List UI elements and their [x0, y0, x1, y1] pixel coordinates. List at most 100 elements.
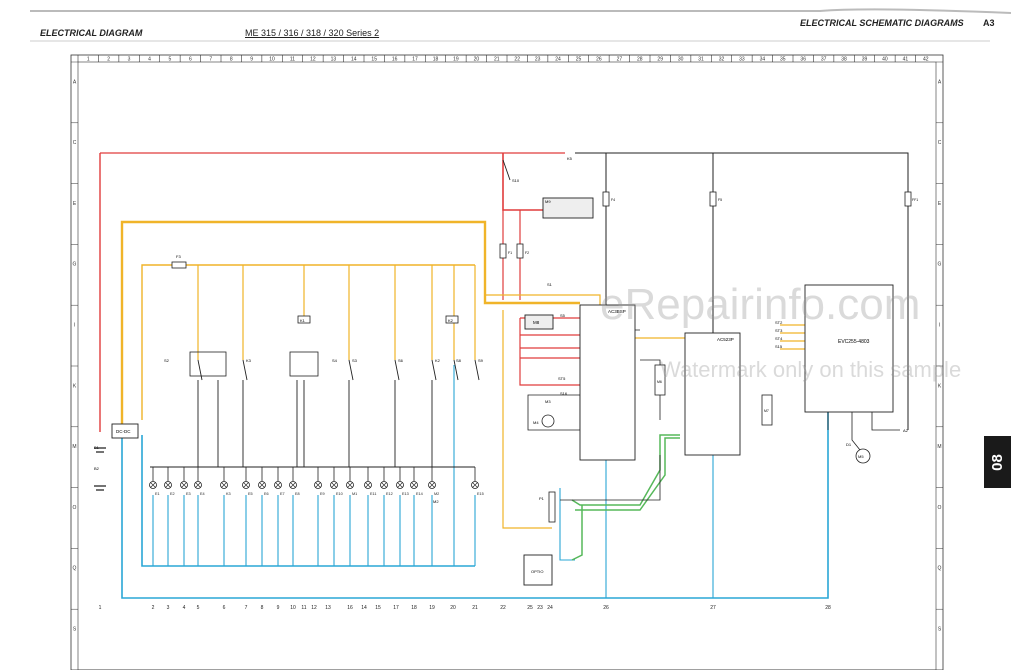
bottom-number: 4: [183, 605, 186, 611]
lamp-label: E5: [248, 492, 253, 496]
row-letter-right: K: [938, 383, 942, 389]
column-number: 5: [169, 57, 172, 63]
bottom-number: 26: [603, 605, 609, 611]
lamp-label: M2: [434, 492, 439, 496]
chapter-tab: 08: [984, 436, 1011, 488]
diagram-title: ELECTRICAL DIAGRAM: [40, 28, 143, 38]
m4-motor: [541, 414, 555, 428]
bottom-number: 21: [472, 605, 478, 611]
column-number: 42: [923, 57, 929, 63]
column-number: 17: [412, 57, 418, 63]
m8-label: M8: [533, 320, 540, 325]
row-letter-right: A: [938, 79, 942, 85]
m9-label: M9: [545, 199, 551, 204]
bottom-number: 6: [223, 605, 226, 611]
opt-box: [523, 554, 553, 586]
lamp-cross: [275, 482, 281, 488]
column-number: 9: [250, 57, 253, 63]
k1-box: [297, 315, 311, 324]
f1-box: [499, 243, 507, 259]
column-number: 37: [821, 57, 827, 63]
row-letter-right: G: [938, 262, 942, 268]
f5-box: [709, 191, 717, 207]
ac-left-box: [579, 304, 636, 461]
bottom-number: 14: [361, 605, 367, 611]
bottom-number: 15: [375, 605, 381, 611]
bottom-number: 25: [527, 605, 533, 611]
ac-mid-label: AC523P: [717, 337, 734, 342]
k2-box: [445, 315, 459, 324]
column-number: 15: [371, 57, 377, 63]
lamp-label: E15: [477, 492, 484, 496]
lamp-cross: [315, 482, 321, 488]
model-series: ME 315 / 316 / 318 / 320 Series 2: [245, 28, 380, 38]
orange-wire-branch: [141, 264, 475, 420]
bottom-number: 7: [245, 605, 248, 611]
lamp-label: E2: [170, 492, 175, 496]
lamp-label: E7: [280, 492, 285, 496]
k5-label: K5: [567, 156, 573, 161]
m2-label: M2: [433, 499, 439, 504]
row-letter-right: M: [937, 444, 941, 450]
f4-label: F4: [611, 198, 615, 202]
bottom-number: 11: [301, 605, 306, 611]
components: AC3BSP AC523P EVC255-4803 M9 M8 DC-DC OP…: [94, 156, 918, 586]
bottom-number: 24: [547, 605, 553, 611]
s9-label: S9: [478, 358, 484, 363]
row-letter-right: E: [938, 201, 942, 207]
lamp-label: E4: [200, 492, 205, 496]
m4-label: M4: [533, 420, 539, 425]
column-number: 27: [617, 57, 623, 63]
row-letter-left: C: [73, 140, 77, 146]
s2-label: S2: [164, 358, 170, 363]
opt-label: OPTIO: [531, 569, 543, 574]
column-number: 10: [269, 57, 275, 63]
s10-label: S10: [512, 178, 520, 183]
lamp-cross: [243, 482, 249, 488]
bottom-number: 3: [167, 605, 170, 611]
st5-label: ST5: [558, 376, 566, 381]
bottom-number: 1: [99, 605, 102, 611]
column-number: 1: [87, 57, 90, 63]
row-letter-left: O: [73, 505, 77, 511]
black-wire-top: [575, 152, 909, 430]
header-rule: [30, 8, 1011, 14]
blue-wire-ac: [559, 455, 714, 598]
column-number: 3: [128, 57, 131, 63]
orange-wire-lower: [502, 310, 552, 529]
row-letter-right: S: [938, 626, 942, 632]
row-letter-left: Q: [73, 566, 77, 572]
m3-label: M3: [545, 399, 551, 404]
watermark-note: Watermark only on this sample: [660, 357, 962, 382]
dcdc-label: DC-DC: [116, 429, 131, 434]
lamp-label: E1: [155, 492, 160, 496]
lamp-label: E6: [264, 492, 269, 496]
column-number: 38: [841, 57, 847, 63]
s3-label: S3: [352, 358, 358, 363]
lamp-cross: [195, 482, 201, 488]
k1-label: K1: [300, 318, 306, 323]
lamp-cross: [290, 482, 296, 488]
watermark-site: eRepairinfo.com: [600, 280, 921, 329]
f4-box: [602, 191, 610, 207]
m5-motor: [855, 448, 871, 464]
column-number: 32: [719, 57, 725, 63]
column-number: 22: [514, 57, 520, 63]
f5-label: F5: [718, 198, 722, 202]
column-number: 21: [494, 57, 500, 63]
p1-box: [548, 491, 556, 523]
column-number: 18: [433, 57, 439, 63]
lamp-label: K3: [226, 492, 231, 496]
st3-label: ST3: [775, 328, 783, 333]
lamp-label: M1: [352, 492, 357, 496]
lamp-cross: [331, 482, 337, 488]
evc-box: [804, 284, 894, 413]
s4-label: S4: [332, 358, 338, 363]
f1-label: F1: [508, 251, 512, 255]
lamp-label: E10: [336, 492, 343, 496]
lamp-cross: [165, 482, 171, 488]
column-number: 7: [209, 57, 212, 63]
st4-label: ST4: [775, 336, 783, 341]
s15-label: S15: [775, 344, 783, 349]
